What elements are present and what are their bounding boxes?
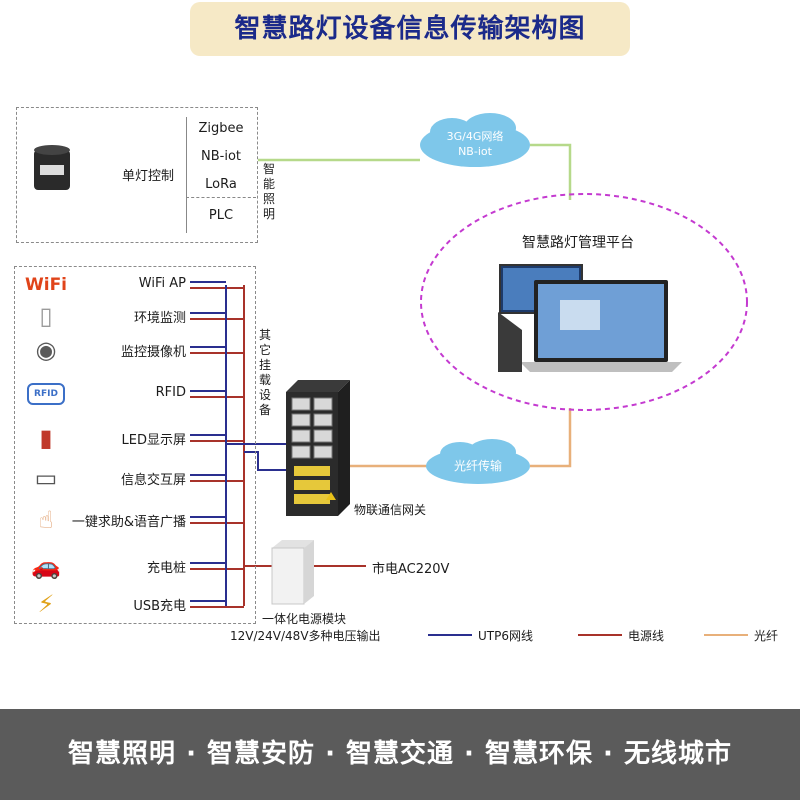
protocol-zigbee: Zigbee xyxy=(198,121,244,136)
mains-label: 市电AC220V xyxy=(372,562,450,577)
footer-bar xyxy=(0,709,800,800)
legend-utp: UTP6网线 xyxy=(478,629,533,643)
lamp-controller-device xyxy=(34,145,70,190)
protocol-nbiot: NB-iot xyxy=(201,149,241,164)
vertical-char: 照 xyxy=(262,192,275,206)
gateway-fiber-port xyxy=(294,494,330,504)
device-label: 信息交互屏 xyxy=(120,473,186,488)
device-label: WiFi AP xyxy=(138,276,186,291)
vertical-char: 设 xyxy=(258,388,271,402)
tablet-icon: ▭ xyxy=(34,464,58,492)
lighting-control-group xyxy=(16,107,258,243)
platform-label: 智慧路灯管理平台 xyxy=(522,235,634,251)
platform-screens xyxy=(498,264,682,372)
vertical-char: 它 xyxy=(258,343,271,357)
gateway-port xyxy=(291,397,311,411)
gateway-port xyxy=(291,445,311,459)
fiber-link-platform xyxy=(530,408,572,468)
gateway-port xyxy=(313,397,333,411)
device-label: USB充电 xyxy=(133,599,186,614)
cloud-fiber xyxy=(426,439,530,484)
utp-to-gateway-2 xyxy=(244,451,286,471)
device-label: 环境监测 xyxy=(133,311,186,326)
sensor-icon: ▯ xyxy=(39,302,53,330)
cloud-network xyxy=(420,113,530,167)
gateway-label: 物联通信网关 xyxy=(354,503,427,517)
wifi-icon-text: WiFi xyxy=(24,275,68,295)
gateway-port xyxy=(291,429,311,443)
vertical-char: 备 xyxy=(258,403,271,417)
power-module xyxy=(271,540,314,605)
device-label: 监控摄像机 xyxy=(120,345,186,360)
wifi-icon: WiFi xyxy=(24,269,68,301)
rfid-icon: RFID xyxy=(24,378,68,410)
protocol-plc: PLC xyxy=(208,208,234,223)
other-devices-vertical-label: 其它挂载设备 xyxy=(258,328,272,418)
diagram-canvas xyxy=(34,113,748,636)
car-icon: 🚗 xyxy=(31,552,61,580)
page-title: 智慧路灯设备信息传输架构图 xyxy=(234,14,586,44)
power-module-label: 一体化电源模块 xyxy=(262,612,347,626)
device-label: 一键求助&语音广播 xyxy=(71,515,186,530)
protocol-panel xyxy=(186,117,257,233)
single-lamp-control-label: 单灯控制 xyxy=(122,169,175,184)
smart-lighting-vertical-label: 智能照明 xyxy=(262,162,276,222)
vertical-char: 能 xyxy=(262,177,275,191)
gateway-device xyxy=(286,380,350,516)
vertical-char: 智 xyxy=(262,162,275,176)
help-button-icon: ☝ xyxy=(38,506,54,534)
gateway-port xyxy=(313,429,333,443)
gateway-port xyxy=(313,445,333,459)
wireless-link-platform xyxy=(530,143,572,200)
vertical-char: 挂 xyxy=(258,358,271,372)
device-label: LED显示屏 xyxy=(121,433,186,448)
gateway-port xyxy=(313,413,333,427)
power-module-voltage-label: 12V/24V/48V多种电压输出 xyxy=(230,629,381,643)
gateway-fiber-port xyxy=(294,480,330,490)
protocol-lora: LoRa xyxy=(205,177,237,192)
vertical-char: 其 xyxy=(258,328,271,342)
legend-power: 电源线 xyxy=(628,629,665,643)
legend-fiber: 光纤 xyxy=(754,629,779,643)
battery-icon: ⚡ xyxy=(37,590,55,618)
mounted-devices-group xyxy=(14,266,256,624)
device-label: RFID xyxy=(155,385,186,400)
gateway-port xyxy=(291,413,311,427)
rfid-icon-text: RFID xyxy=(27,383,65,405)
fiber-cloud-label: 光纤传输 xyxy=(453,459,502,473)
cloud-network-line2: NB-iot xyxy=(458,145,492,158)
device-label: 充电桩 xyxy=(146,561,186,576)
led-screen-icon: ▮ xyxy=(39,424,53,452)
cloud-network-line1: 3G/4G网络 xyxy=(446,130,504,143)
title-background xyxy=(190,2,630,56)
camera-icon: ◉ xyxy=(35,336,57,364)
platform-ellipse xyxy=(420,193,748,411)
gateway-fiber-port xyxy=(294,466,330,476)
vertical-char: 明 xyxy=(262,207,275,221)
footer-text: 智慧照明 · 智慧安防 · 智慧交通 · 智慧环保 · 无线城市 xyxy=(68,739,732,769)
vertical-char: 载 xyxy=(258,373,271,387)
protocol-divider xyxy=(186,197,256,198)
